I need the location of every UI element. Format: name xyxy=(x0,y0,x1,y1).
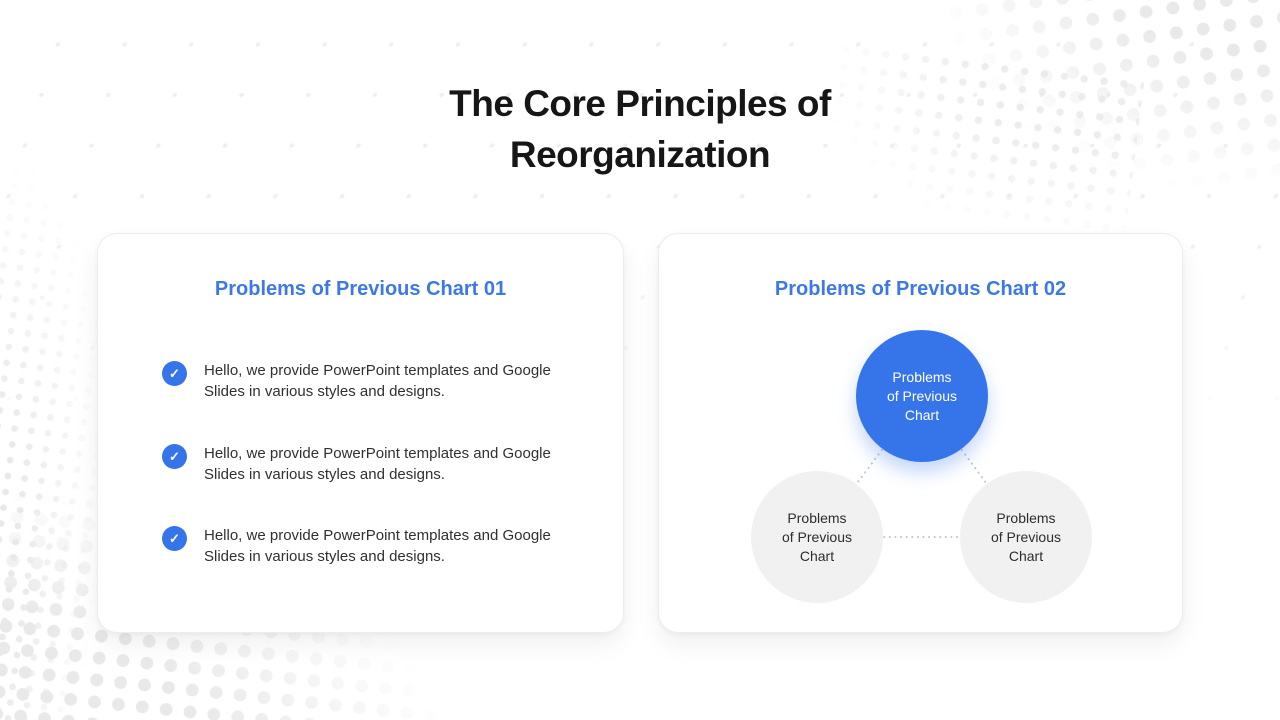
list-item: ✓ Hello, we provide PowerPoint templates… xyxy=(162,525,582,567)
node-text-line: Chart xyxy=(904,406,940,423)
list-item: ✓ Hello, we provide PowerPoint templates… xyxy=(162,360,582,402)
node-text-line: of Previous xyxy=(886,387,958,404)
check-icon: ✓ xyxy=(162,526,187,551)
card-problems-02: Problems of Previous Chart 02 Problems o… xyxy=(658,233,1183,633)
node-text-line: of Previous xyxy=(781,528,853,545)
node-text-line: Problems xyxy=(996,509,1056,526)
node-text-line: Chart xyxy=(1008,547,1044,564)
slide-title-line1: The Core Principles of xyxy=(449,83,831,124)
check-glyph: ✓ xyxy=(169,448,180,464)
bullet-text: Hello, we provide PowerPoint templates a… xyxy=(204,362,551,400)
slide-title-line2: Reorganization xyxy=(509,134,771,175)
node-text-line: of Previous xyxy=(990,528,1062,545)
diagram-node-right: Problems of Previous Chart xyxy=(960,471,1092,603)
list-item: ✓ Hello, we provide PowerPoint templates… xyxy=(162,443,582,485)
check-icon: ✓ xyxy=(162,361,187,386)
node-text-line: Chart xyxy=(799,547,835,564)
slide-title: The Core Principles of Reorganization xyxy=(0,78,1280,180)
check-glyph: ✓ xyxy=(169,365,180,381)
card-problems-01: Problems of Previous Chart 01 ✓ Hello, w… xyxy=(97,233,624,633)
diagram-node-left: Problems of Previous Chart xyxy=(751,471,883,603)
node-text-line: Problems xyxy=(787,509,847,526)
card-01-heading: Problems of Previous Chart 01 xyxy=(214,278,507,300)
check-glyph: ✓ xyxy=(169,530,180,546)
node-text-line: Problems xyxy=(892,368,952,385)
bullet-text: Hello, we provide PowerPoint templates a… xyxy=(204,527,551,565)
bullet-text: Hello, we provide PowerPoint templates a… xyxy=(204,445,551,483)
check-icon: ✓ xyxy=(162,444,187,469)
diagram-node-top: Problems of Previous Chart xyxy=(856,330,988,462)
